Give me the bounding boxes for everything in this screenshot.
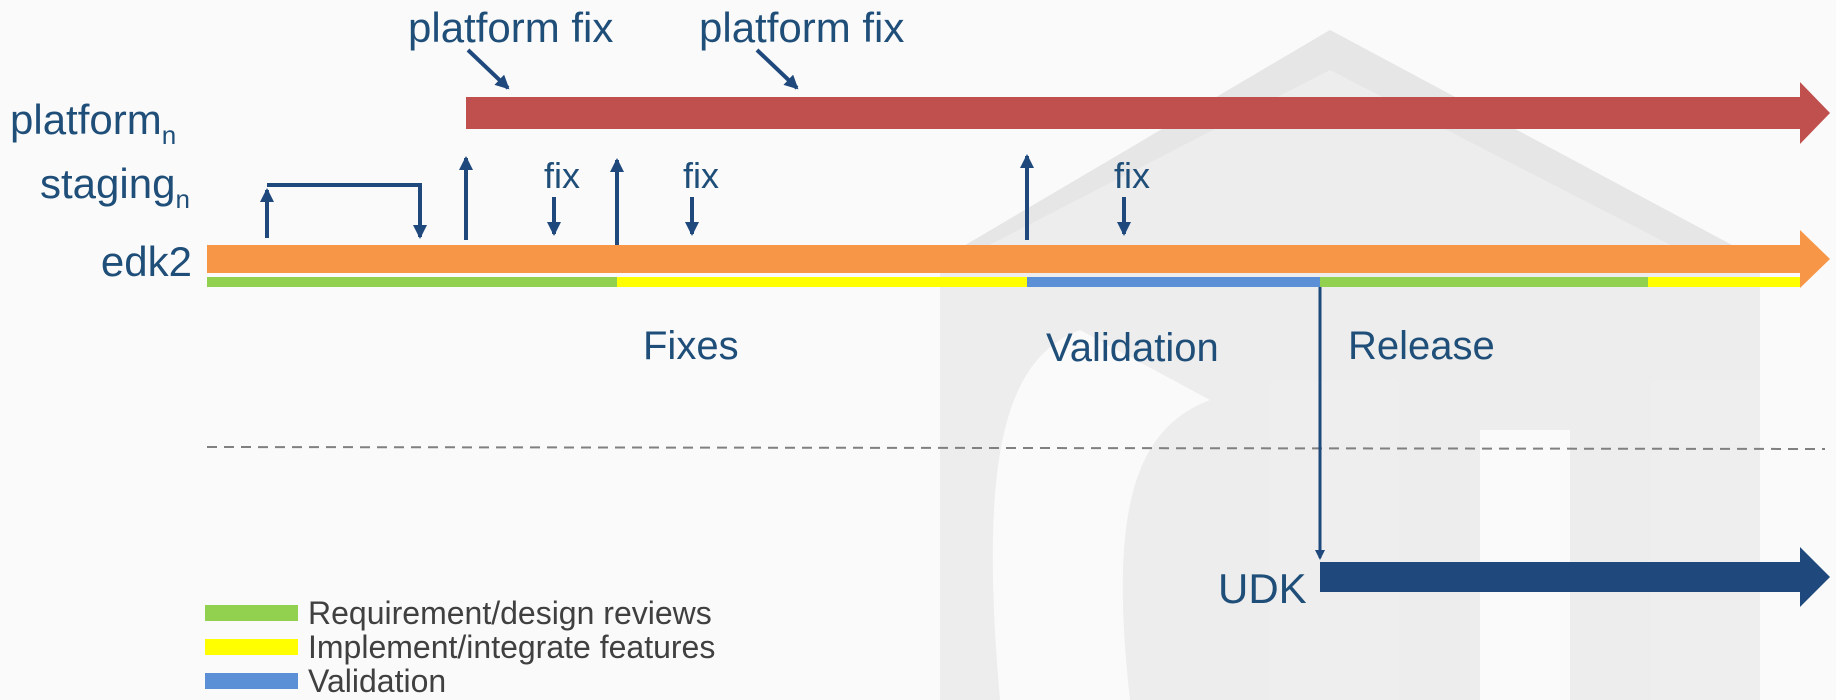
fix-label-1: fix — [544, 155, 580, 196]
udk-branch-bar — [1320, 547, 1830, 607]
phase-label-validation: Validation — [1046, 326, 1219, 370]
platform-fix-arrow-1 — [466, 48, 510, 90]
legend-item-requirement: Requirement/design reviews — [205, 596, 715, 630]
staging-label: stagingn — [40, 160, 190, 214]
platform-label: platformn — [10, 96, 176, 150]
legend-swatch-validation — [205, 673, 298, 689]
phase-requirement-1 — [207, 277, 617, 287]
legend-label-requirement: Requirement/design reviews — [308, 595, 712, 631]
legend-label-implement: Implement/integrate features — [308, 629, 716, 665]
phase-label-fixes: Fixes — [643, 324, 739, 368]
staging-bracket-arrow — [260, 183, 427, 239]
phase-implement-1 — [617, 277, 1027, 287]
edk2-label: edk2 — [101, 238, 192, 285]
phase-requirement-2 — [1320, 277, 1648, 287]
platform-fix-label-2: platform fix — [699, 4, 904, 51]
phase-validation — [1027, 277, 1320, 287]
legend-item-implement: Implement/integrate features — [205, 630, 715, 664]
legend-label-validation: Validation — [308, 663, 447, 699]
edk2-branch-bar — [207, 230, 1830, 288]
fix-label-3: fix — [1114, 155, 1150, 196]
phase-implement-2 — [1648, 277, 1800, 287]
platform-fix-label-1: platform fix — [408, 4, 613, 51]
phase-strip — [207, 277, 1800, 287]
udk-label: UDK — [1218, 565, 1307, 612]
watermark-logo — [940, 30, 1760, 700]
legend-swatch-requirement — [205, 605, 298, 621]
dashed-separator — [206, 446, 1826, 450]
phase-label-release: Release — [1348, 324, 1495, 368]
platform-branch-bar — [466, 82, 1830, 144]
legend-swatch-implement — [205, 639, 298, 655]
legend: Requirement/design reviews Implement/int… — [205, 596, 715, 698]
legend-item-validation: Validation — [205, 664, 715, 698]
fix-label-2: fix — [683, 155, 719, 196]
platform-fix-arrow-2 — [755, 48, 799, 90]
